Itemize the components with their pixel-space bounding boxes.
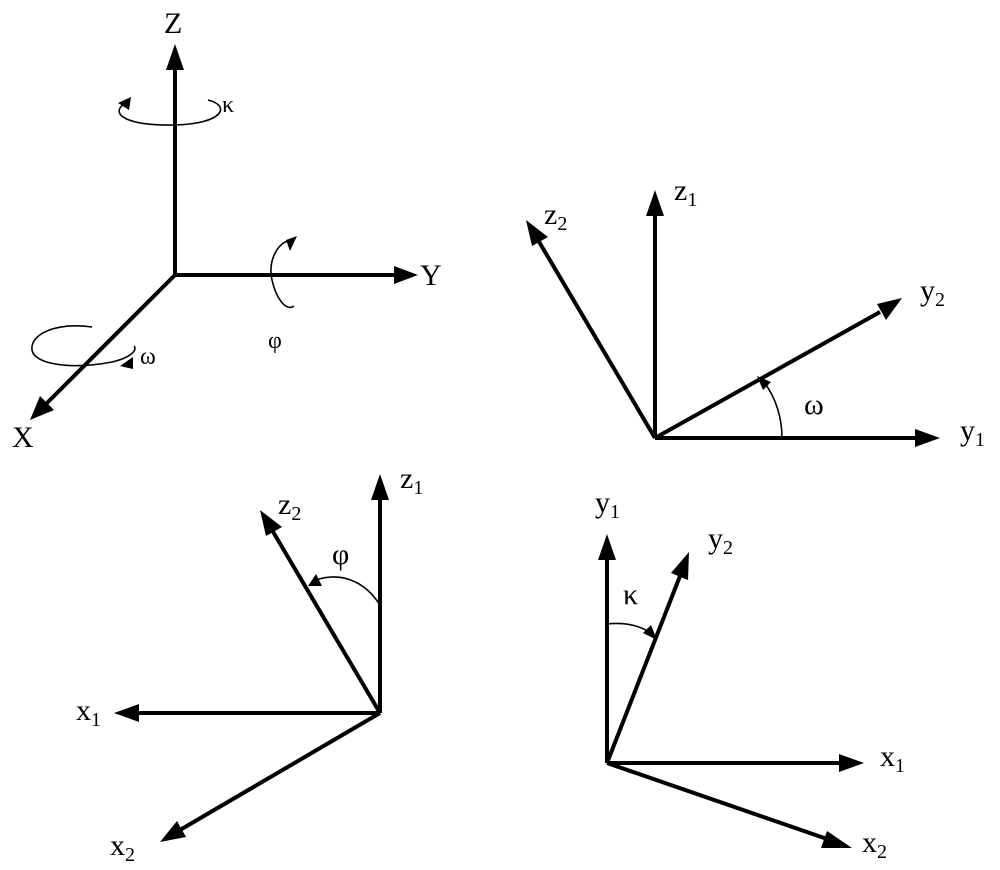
phi-angle-arrowhead (308, 574, 322, 586)
x1-axis-arrowhead (114, 704, 139, 722)
panel-kappa-rotation: y1 y2 x1 x2 κ (595, 486, 905, 863)
z2-axis-line (270, 528, 382, 715)
phi-rotation-arrowhead (286, 236, 297, 251)
y2-axis-arrowhead (877, 298, 902, 320)
y1-label: y1 (960, 414, 985, 451)
y1-label: y1 (595, 486, 620, 523)
omega-angle-arrowhead (757, 376, 771, 390)
omega-angle-label: ω (804, 388, 824, 421)
x2-axis-line (178, 711, 382, 832)
kappa-angle-arrowhead (643, 625, 657, 640)
x2-label: x2 (862, 826, 887, 863)
z1-axis-arrowhead (646, 190, 664, 216)
panel-phi-rotation: z1 z2 x1 x2 φ (76, 462, 423, 866)
z-axis-label: Z (164, 7, 182, 40)
y1-axis-arrowhead (598, 534, 616, 560)
omega-angle-arc (763, 381, 783, 439)
y2-label: y2 (708, 522, 733, 559)
x1-label: x1 (76, 694, 101, 731)
x1-label: x1 (880, 740, 905, 777)
z2-label: z2 (544, 198, 567, 235)
kappa-rotation-arrowhead (118, 97, 131, 110)
z2-label: z2 (278, 488, 301, 525)
x1-axis-arrowhead (839, 754, 864, 772)
y2-label: y2 (920, 274, 945, 311)
z2-axis-arrowhead (526, 220, 548, 246)
y1-axis-arrowhead (915, 429, 940, 447)
z1-label: z1 (674, 174, 697, 211)
x2-label: x2 (110, 829, 135, 866)
omega-rotation-arrowhead (120, 357, 133, 369)
kappa-angle-label: κ (623, 578, 638, 611)
z-axis-arrowhead (166, 44, 184, 70)
x-axis-line (43, 273, 177, 407)
omega-label: ω (140, 344, 156, 370)
y-axis-arrowhead (394, 266, 418, 284)
y2-axis-line (605, 575, 682, 764)
phi-angle-arc (315, 576, 381, 606)
omega-rotation-arc (31, 325, 136, 367)
z1-axis-arrowhead (371, 474, 389, 500)
z2-axis-arrowhead (260, 510, 282, 536)
x-axis-arrowhead (30, 396, 54, 420)
kappa-rotation-arc (118, 99, 222, 126)
panel-main-axes: Z Y X κ φ ω (12, 7, 442, 454)
z1-label: z1 (400, 462, 423, 499)
x-axis-label: X (12, 421, 34, 454)
phi-angle-label: φ (332, 538, 349, 571)
x2-axis-line (606, 761, 831, 842)
y2-axis-arrowhead (671, 552, 689, 580)
panel-omega-rotation: z1 z2 y1 y2 ω (526, 174, 985, 451)
phi-label: φ (268, 328, 282, 354)
x2-axis-arrowhead (821, 831, 852, 848)
phi-rotation-arc (270, 239, 295, 309)
y-axis-label: Y (420, 259, 442, 292)
z2-axis-line (536, 238, 657, 440)
x2-axis-arrowhead (160, 821, 186, 842)
y2-axis-line (654, 310, 881, 440)
kappa-label: κ (222, 92, 234, 118)
